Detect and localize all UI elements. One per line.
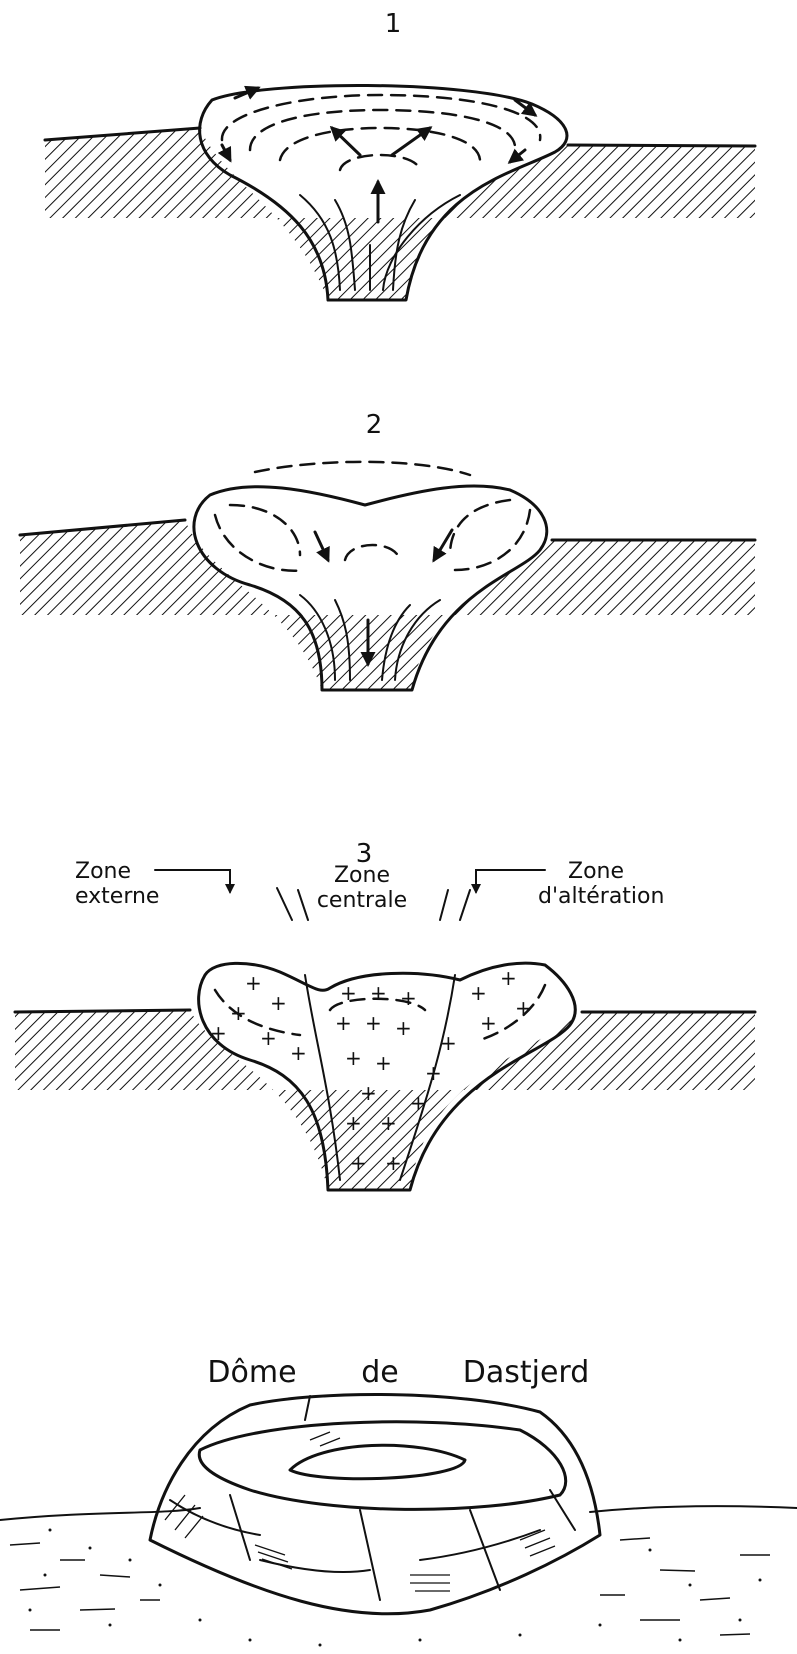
zone-externe-label-line2: externe <box>75 884 159 909</box>
dome-sketch: Dôme de Dastjerd <box>0 1355 797 1647</box>
zone-alteration-label-line2: d'altération <box>538 884 664 909</box>
svg-text:+: + <box>370 981 387 1005</box>
panel-1: 1 <box>45 9 755 300</box>
svg-text:+: + <box>350 1151 367 1175</box>
svg-text:+: + <box>410 1091 427 1115</box>
svg-text:+: + <box>230 1001 247 1025</box>
dome-cracks <box>170 1396 575 1600</box>
edge-arrow-icon <box>510 150 525 162</box>
zone-centrale-label-line2: centrale <box>317 888 407 913</box>
former-dome-outline <box>255 462 470 475</box>
panel-1-number: 1 <box>385 9 402 39</box>
edge-arrow-icon <box>222 145 230 160</box>
svg-text:+: + <box>210 1021 227 1045</box>
ground-strata <box>20 520 755 690</box>
svg-text:+: + <box>365 1011 382 1035</box>
svg-text:+: + <box>335 1011 352 1035</box>
ground-texture <box>10 1538 770 1635</box>
diagonal-arrow-icon <box>315 532 328 560</box>
ground-strata <box>45 128 755 300</box>
panel-2: 2 <box>20 410 755 690</box>
svg-text:+: + <box>245 971 262 995</box>
svg-text:+: + <box>500 966 517 990</box>
ground-dots <box>29 1529 762 1647</box>
svg-text:+: + <box>400 986 417 1010</box>
dome-central-cap <box>290 1445 465 1478</box>
svg-text:+: + <box>425 1061 442 1085</box>
dome-title-word1: Dôme <box>207 1355 296 1390</box>
svg-text:+: + <box>470 981 487 1005</box>
ground-surface-line <box>15 1010 755 1012</box>
diagonal-arrow-icon <box>332 128 360 155</box>
zone-externe-label-line1: Zone <box>75 859 131 884</box>
dome-title-word3: Dastjerd <box>463 1355 590 1390</box>
svg-text:+: + <box>345 1111 362 1135</box>
pointer-arrow-icon <box>476 870 545 892</box>
svg-text:+: + <box>395 1016 412 1040</box>
svg-text:+: + <box>440 1031 457 1055</box>
dome-title-word2: de <box>361 1355 399 1390</box>
dome-rim <box>199 1422 565 1510</box>
pointer-arrow-icon <box>155 870 230 892</box>
svg-text:+: + <box>380 1111 397 1135</box>
svg-text:+: + <box>360 1081 377 1105</box>
svg-text:+: + <box>290 1041 307 1065</box>
svg-text:+: + <box>385 1151 402 1175</box>
diagonal-arrow-icon <box>434 530 452 560</box>
panel-3: 3 Zone externe Zone centrale Zone d'alté… <box>15 839 755 1190</box>
panel-2-number: 2 <box>366 410 383 440</box>
zone-alteration-label-line1: Zone <box>568 859 624 884</box>
svg-text:+: + <box>480 1011 497 1035</box>
zone-centrale-label-line1: Zone <box>334 863 390 888</box>
svg-text:+: + <box>515 996 532 1020</box>
svg-text:+: + <box>270 991 287 1015</box>
svg-text:+: + <box>375 1051 392 1075</box>
diagonal-arrow-icon <box>392 128 430 155</box>
svg-text:+: + <box>340 981 357 1005</box>
svg-text:+: + <box>345 1046 362 1070</box>
svg-text:+: + <box>260 1026 277 1050</box>
